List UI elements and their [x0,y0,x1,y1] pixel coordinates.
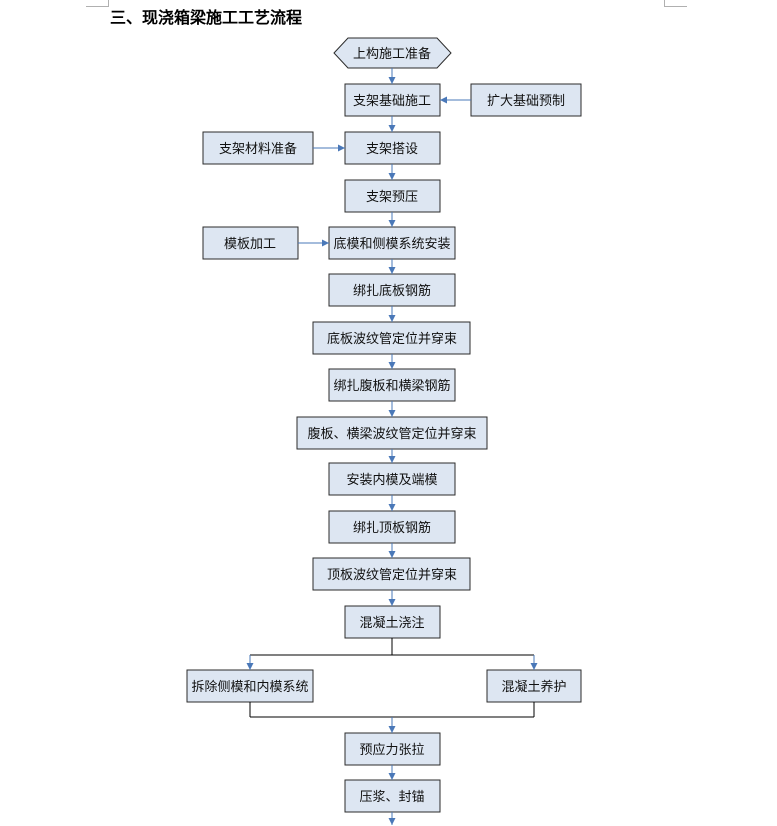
page-title: 三、现浇箱梁施工工艺流程 [110,8,303,27]
flow-node-concrete-cure: 混凝土养护 [486,669,582,703]
flow-node-web-duct-label: 腹板、横梁波纹管定位并穿束 [307,426,476,442]
flow-node-top-rebar: 绑扎顶板钢筋 [328,510,456,544]
flow-node-bottom-rebar: 绑扎底板钢筋 [328,273,456,307]
flow-node-expand-foundation: 扩大基础预制 [470,83,582,117]
flow-node-support-preload-label: 支架预压 [366,190,418,205]
flow-node-concrete-pour-label: 混凝土浇注 [359,615,424,631]
flow-node-support-foundation-label: 支架基础施工 [353,94,431,109]
flow-node-expand-foundation-label: 扩大基础预制 [487,94,565,109]
flow-node-inner-end-form-label: 安装内模及端模 [346,472,437,488]
flow-node-web-duct: 腹板、横梁波纹管定位并穿束 [296,416,488,450]
flow-node-support-material: 支架材料准备 [202,131,314,165]
flow-node-bottom-rebar-label: 绑扎底板钢筋 [353,283,431,299]
flow-node-prestress: 预应力张拉 [344,732,441,766]
flow-node-web-rebar-label: 绑扎腹板和横梁钢筋 [333,378,450,394]
flow-node-bottom-side-form: 底模和侧模系统安装 [328,226,456,260]
flow-node-grout-seal-label: 压浆、封锚 [359,790,424,805]
flow-node-start-label: 上构施工准备 [353,46,431,62]
flow-node-remove-forms-label: 拆除侧模和内模系统 [191,679,308,695]
flow-node-remove-forms: 拆除侧模和内模系统 [186,669,314,703]
flow-node-support-foundation: 支架基础施工 [344,83,441,117]
flow-node-top-duct-label: 顶板波纹管定位并穿束 [327,567,457,583]
flow-node-support-erect: 支架搭设 [344,131,441,165]
flow-node-support-erect-label: 支架搭设 [366,141,418,157]
flow-node-concrete-pour: 混凝土浇注 [344,605,441,639]
flow-node-bottom-duct-label: 底板波纹管定位并穿束 [327,331,457,347]
page-corner-mark-left [86,0,109,7]
flow-node-inner-end-form: 安装内模及端模 [328,462,456,496]
flow-node-support-material-label: 支架材料准备 [219,141,297,157]
flow-node-formwork-process: 模板加工 [202,226,299,260]
flow-node-bottom-duct: 底板波纹管定位并穿束 [312,321,471,355]
flow-node-support-preload: 支架预压 [344,179,441,213]
flow-node-top-duct: 顶板波纹管定位并穿束 [312,557,471,591]
flow-node-concrete-cure-label: 混凝土养护 [501,679,566,695]
flow-node-web-rebar: 绑扎腹板和横梁钢筋 [328,368,456,402]
flow-node-bottom-side-form-label: 底模和侧模系统安装 [333,236,450,252]
flow-node-grout-seal: 压浆、封锚 [344,779,441,813]
flow-node-top-rebar-label: 绑扎顶板钢筋 [353,520,431,536]
page-corner-mark-right [664,0,687,7]
flow-node-prestress-label: 预应力张拉 [359,742,424,758]
flow-node-formwork-process-label: 模板加工 [224,237,276,252]
flow-node-start: 上构施工准备 [333,37,452,69]
